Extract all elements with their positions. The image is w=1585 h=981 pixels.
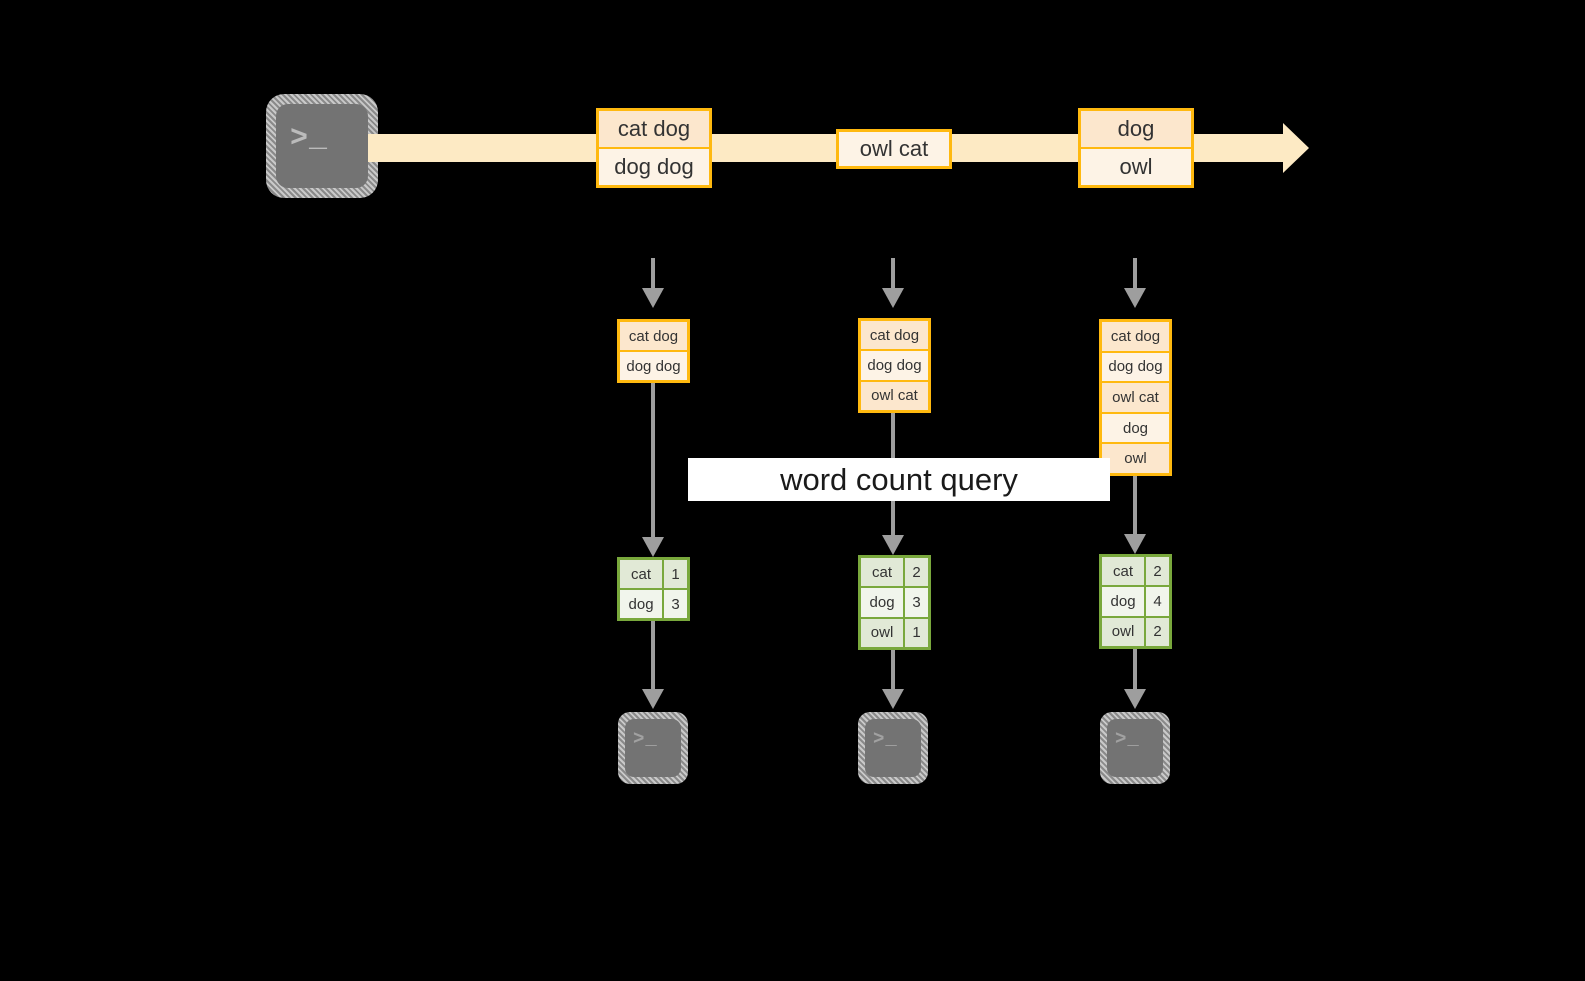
snapshot-1-input-row: dog dog [620, 352, 687, 380]
snapshot-2-sink-terminal-icon: >_ [858, 712, 928, 784]
snapshot-1-result-table: cat 1 dog 3 [617, 557, 690, 621]
snapshot-2-result-word: cat [861, 558, 906, 587]
snapshot-3-result-count: 4 [1146, 587, 1169, 616]
table-row: dog 3 [620, 590, 687, 618]
snapshot-3-result-table: cat 2 dog 4 owl 2 [1099, 554, 1172, 649]
snapshot-2-result-table: cat 2 dog 3 owl 1 [858, 555, 931, 650]
snapshot-2-sink-prompt-glyph: >_ [873, 728, 898, 750]
snapshot-1-input-row: cat dog [620, 322, 687, 352]
snapshot-1-sink-prompt-glyph: >_ [633, 728, 658, 750]
stream-event-2-line-1: owl cat [839, 132, 949, 166]
snapshot-2-result-count: 1 [905, 618, 928, 647]
snapshot-3-result-word: owl [1102, 617, 1147, 646]
snapshot-2-query-arrowhead [882, 535, 904, 555]
stream-event-1-line-2: dog dog [599, 149, 709, 185]
source-terminal-body [276, 104, 368, 188]
snapshot-3-sink-terminal-body [1107, 719, 1163, 777]
table-row: cat 1 [620, 560, 687, 590]
snapshot-2-input-row: dog dog [861, 351, 928, 382]
snapshot-2-result-word: dog [861, 588, 906, 617]
snapshot-1-result-word: cat [620, 560, 665, 588]
snapshot-1-sink-terminal-icon: >_ [618, 712, 688, 784]
snapshot-1-query-arrowhead [642, 537, 664, 557]
stream-event-1-line-1: cat dog [599, 111, 709, 149]
snapshot-1-result-count: 3 [664, 590, 687, 618]
source-terminal-prompt-glyph: >_ [290, 122, 329, 156]
stream-event-3-line-2: owl [1081, 149, 1191, 185]
snapshot-3-sink-arrowhead [1124, 689, 1146, 709]
snapshot-1-sink-arrowhead [642, 689, 664, 709]
snapshot-2-input-row: owl cat [861, 381, 928, 410]
snapshot-3-query-arrowhead [1124, 534, 1146, 554]
stream-event-1: cat dog dog dog [596, 108, 712, 188]
snapshot-3-query-line [1133, 476, 1137, 539]
query-label-text: word count query [780, 461, 1018, 497]
snapshot-3-result-word: cat [1102, 557, 1147, 586]
snapshot-2-input-row: cat dog [861, 321, 928, 352]
query-label: word count query [688, 458, 1110, 501]
source-terminal-icon: >_ [266, 94, 378, 198]
event-stream-arrowhead [1283, 123, 1309, 173]
snapshot-3-input-row: owl cat [1102, 383, 1169, 414]
snapshot-3-inbound-arrowhead [1124, 288, 1146, 308]
snapshot-3-input-row: cat dog [1102, 322, 1169, 353]
snapshot-3-sink-line [1133, 649, 1137, 693]
snapshot-2-sink-arrowhead [882, 689, 904, 709]
stream-event-3: dog owl [1078, 108, 1194, 188]
snapshot-3-input-table: cat dog dog dog owl cat dog owl [1099, 319, 1172, 476]
snapshot-1-inbound-arrowhead [642, 288, 664, 308]
table-row: cat 2 [861, 558, 928, 589]
table-row: owl 2 [1102, 617, 1169, 646]
snapshot-3-input-row: dog [1102, 413, 1169, 445]
snapshot-3-sink-prompt-glyph: >_ [1115, 728, 1140, 750]
snapshot-1-sink-line [651, 621, 655, 693]
snapshot-2-inbound-arrowhead [882, 288, 904, 308]
table-row: owl 1 [861, 618, 928, 647]
snapshot-2-sink-terminal-body [865, 719, 921, 777]
table-row: dog 4 [1102, 587, 1169, 618]
stream-event-3-line-1: dog [1081, 111, 1191, 149]
snapshot-3-input-row: owl [1102, 444, 1169, 473]
snapshot-3-result-count: 2 [1146, 557, 1169, 586]
snapshot-1-query-line [651, 383, 655, 543]
snapshot-3-result-word: dog [1102, 587, 1147, 616]
snapshot-1-sink-terminal-body [625, 719, 681, 777]
snapshot-2-result-count: 3 [905, 588, 928, 617]
snapshot-2-input-table: cat dog dog dog owl cat [858, 318, 931, 413]
snapshot-1-result-count: 1 [664, 560, 687, 588]
snapshot-3-sink-terminal-icon: >_ [1100, 712, 1170, 784]
snapshot-2-inbound-dashed-line [891, 258, 895, 288]
snapshot-1-input-table: cat dog dog dog [617, 319, 690, 383]
snapshot-3-input-row: dog dog [1102, 352, 1169, 384]
table-row: dog 3 [861, 588, 928, 619]
stream-event-2: owl cat [836, 129, 952, 169]
table-row: cat 2 [1102, 557, 1169, 588]
snapshot-2-result-word: owl [861, 618, 906, 647]
snapshot-2-sink-line [891, 650, 895, 693]
snapshot-1-result-word: dog [620, 590, 665, 618]
snapshot-3-inbound-dashed-line [1133, 258, 1137, 288]
snapshot-2-result-count: 2 [905, 558, 928, 587]
snapshot-1-inbound-dashed-line [651, 258, 655, 288]
snapshot-3-result-count: 2 [1146, 617, 1169, 646]
